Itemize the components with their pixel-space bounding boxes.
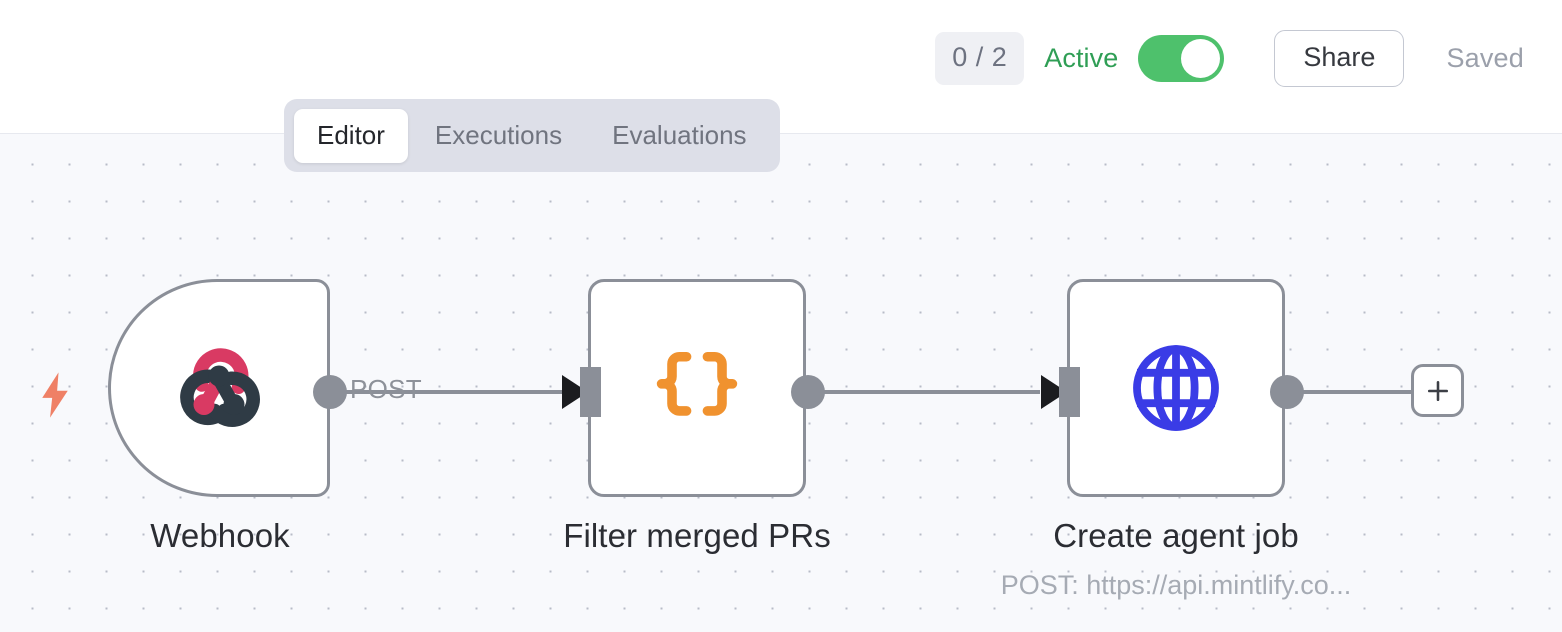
tab-editor[interactable]: Editor — [294, 108, 408, 163]
lightning-bolt-icon — [38, 372, 72, 418]
node-sublabel-http: POST: https://api.mintlify.co... — [1000, 570, 1352, 600]
active-status-label: Active — [1044, 43, 1119, 73]
tab-bar: Editor Executions Evaluations — [284, 99, 780, 172]
node-label-webhook: Webhook — [150, 517, 290, 554]
tab-executions[interactable]: Executions — [434, 119, 563, 150]
webhook-icon — [111, 282, 327, 494]
run-count-badge: 0 / 2 — [935, 32, 1025, 85]
node-filter-merged-prs[interactable] — [588, 279, 806, 497]
node-label-http: Create agent job — [1053, 517, 1299, 554]
add-node-button[interactable] — [1411, 364, 1464, 417]
toggle-knob — [1181, 39, 1221, 78]
edge-label-post: POST — [350, 374, 422, 404]
workflow-canvas[interactable]: POST — [0, 134, 1562, 632]
header-actions: 0 / 2 Active Share Saved — [935, 30, 1524, 87]
handle-in-filter[interactable] — [580, 367, 601, 417]
saved-status-label: Saved — [1446, 43, 1524, 73]
handle-out-webhook[interactable] — [313, 375, 347, 409]
handle-in-http[interactable] — [1059, 367, 1080, 417]
handle-out-filter[interactable] — [791, 375, 825, 409]
app-header: 0 / 2 Active Share Saved — [0, 0, 1562, 134]
edge-webhook-filter[interactable] — [343, 390, 581, 394]
share-button[interactable]: Share — [1274, 30, 1405, 87]
edge-filter-http[interactable] — [820, 390, 1040, 394]
curly-braces-icon — [591, 282, 803, 494]
node-label-filter: Filter merged PRs — [563, 517, 831, 554]
globe-icon — [1070, 282, 1282, 494]
node-webhook[interactable] — [108, 279, 330, 497]
handle-out-http[interactable] — [1270, 375, 1304, 409]
active-toggle[interactable] — [1138, 35, 1225, 82]
edge-http-add[interactable] — [1298, 390, 1416, 394]
plus-icon — [1427, 380, 1448, 401]
tab-evaluations[interactable]: Evaluations — [612, 119, 747, 150]
node-create-agent-job[interactable] — [1067, 279, 1285, 497]
